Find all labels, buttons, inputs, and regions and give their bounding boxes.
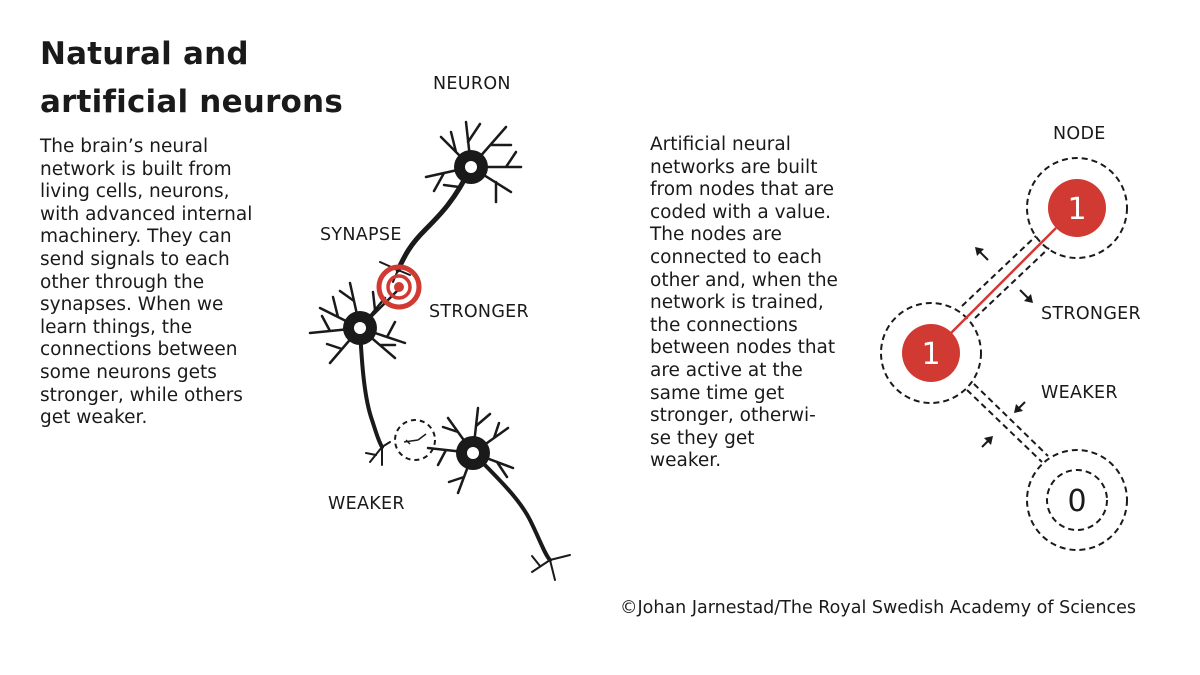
neuron-bottom bbox=[426, 406, 571, 581]
text-line: get weaker. bbox=[40, 407, 148, 429]
node-stronger-label: STRONGER bbox=[1041, 304, 1141, 324]
text-line: same time get bbox=[650, 382, 785, 404]
synapse-weaker-marker bbox=[394, 419, 436, 461]
synapse-label: SYNAPSE bbox=[320, 225, 402, 245]
neuron-left bbox=[308, 281, 407, 466]
page-title: Natural and artificial neurons bbox=[40, 30, 343, 126]
text-line: synapses. When we bbox=[40, 294, 224, 316]
neuron-top bbox=[379, 120, 523, 283]
stronger-label: STRONGER bbox=[429, 302, 529, 322]
title-line: Natural and bbox=[40, 36, 249, 72]
title-line: artificial neurons bbox=[40, 84, 343, 120]
text-line: other through the bbox=[40, 271, 205, 293]
node-active-top bbox=[1048, 179, 1106, 237]
text-line: the connections bbox=[650, 314, 798, 336]
text-line: se they get bbox=[650, 427, 755, 449]
text-line: network is built from bbox=[40, 158, 232, 180]
node-value: 0 bbox=[1067, 484, 1086, 519]
text-line: with advanced internal bbox=[40, 203, 253, 225]
node-weaker-label: WEAKER bbox=[1041, 383, 1118, 403]
text-line: learn things, the bbox=[40, 316, 193, 338]
text-line: between nodes that bbox=[650, 337, 836, 359]
text-line: stronger, otherwi- bbox=[650, 405, 816, 427]
node-value: 1 bbox=[921, 337, 940, 372]
neuron-label: NEURON bbox=[433, 74, 511, 94]
text-line: coded with a value. bbox=[650, 201, 831, 223]
node-connections bbox=[880, 157, 1128, 551]
text-line: send signals to each bbox=[40, 248, 230, 270]
text-line: from nodes that are bbox=[650, 179, 834, 201]
strong-connection-line bbox=[950, 227, 1057, 334]
text-line: some neurons gets bbox=[40, 361, 217, 383]
text-line: network is trained, bbox=[650, 292, 824, 314]
text-line: The brain’s neural bbox=[40, 136, 209, 157]
text-line: living cells, neurons, bbox=[40, 181, 230, 203]
synapse-stronger-marker bbox=[376, 264, 422, 310]
node-value: 1 bbox=[1067, 192, 1086, 227]
node-label: NODE bbox=[1053, 124, 1106, 144]
text-line: Artificial neural bbox=[650, 134, 791, 155]
text-line: connections between bbox=[40, 339, 238, 361]
node-active-middle bbox=[902, 324, 960, 382]
weaker-label: WEAKER bbox=[328, 494, 405, 514]
arrow-icons bbox=[975, 247, 1033, 448]
text-line: are active at the bbox=[650, 359, 803, 381]
text-line: connected to each bbox=[650, 246, 822, 268]
text-line: The nodes are bbox=[650, 224, 782, 246]
credit-line: ©Johan Jarnestad/The Royal Swedish Acade… bbox=[620, 598, 1137, 618]
text-line: networks are built bbox=[650, 156, 818, 178]
text-line: weaker. bbox=[650, 450, 722, 472]
text-line: machinery. They can bbox=[40, 226, 232, 248]
text-line: stronger, while others bbox=[40, 384, 243, 406]
text-line: other and, when the bbox=[650, 269, 838, 291]
